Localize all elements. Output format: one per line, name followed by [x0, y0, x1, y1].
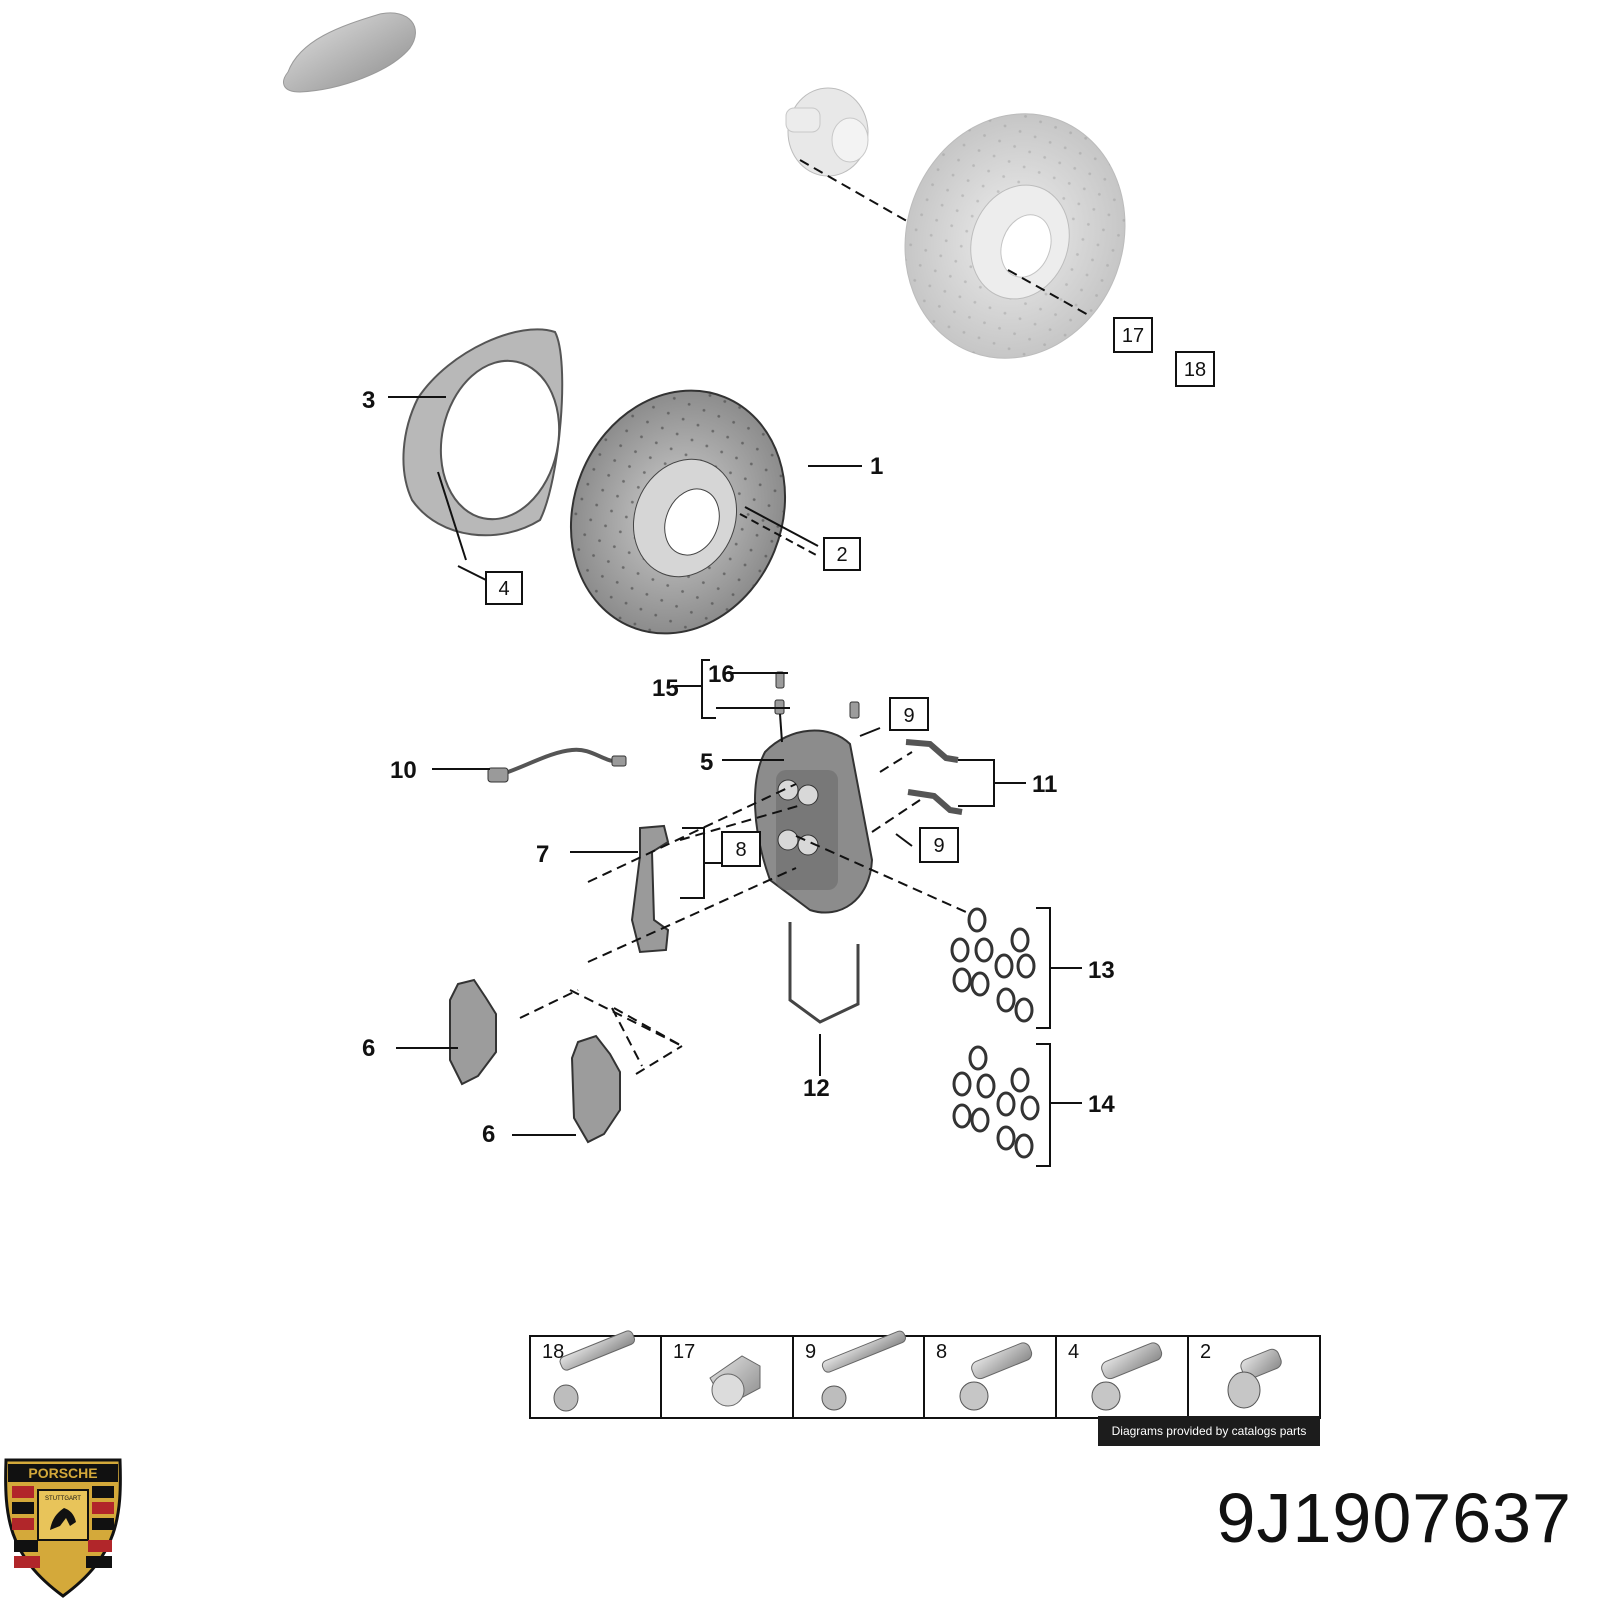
- crest-city: STUTTGART: [45, 1496, 81, 1502]
- boxed-callout-9-bottom: 9: [919, 827, 959, 863]
- brake-hose: [788, 922, 860, 1024]
- boxed-callout-2: 2: [823, 537, 861, 571]
- bracket-bolt-icon: [959, 1342, 1033, 1411]
- callout-12: 12: [803, 1075, 830, 1102]
- brake-disc: [569, 389, 787, 635]
- boxed-callout-4: 4: [485, 571, 523, 605]
- leader-lines: [388, 396, 1082, 1167]
- strip-label-2: 2: [1200, 1341, 1211, 1363]
- callout-10: 10: [390, 757, 417, 784]
- porsche-crest-logo: PORSCHE STUTTGART: [4, 1458, 122, 1598]
- callout-15: 15: [652, 675, 679, 702]
- boxed-callout-17: 17: [1113, 317, 1153, 353]
- callout-6-top: 6: [362, 1035, 375, 1062]
- wear-sensor-cable: [487, 747, 627, 783]
- sleeve-icon: [709, 1355, 761, 1407]
- boxed-callout-18: 18: [1175, 351, 1215, 387]
- svg-text:8: 8: [735, 839, 746, 861]
- svg-text:2: 2: [836, 544, 847, 566]
- assembly-dashed-lines: [519, 751, 967, 1075]
- callout-13: 13: [1088, 957, 1115, 984]
- callout-6-bottom: 6: [482, 1121, 495, 1148]
- long-bolt-icon: [553, 1330, 636, 1412]
- countersunk-screw-icon: [1227, 1348, 1282, 1409]
- strip-label-18: 18: [542, 1341, 564, 1363]
- wheel-hub: [785, 87, 869, 177]
- seal-kit-13: [950, 907, 1036, 1023]
- part-number: 9J1907637: [1216, 1479, 1572, 1557]
- brake-pad-2: [570, 1034, 621, 1144]
- seal-kit-14: [952, 1045, 1040, 1159]
- strip-label-17: 17: [673, 1341, 695, 1363]
- boxed-callout-8: 8: [721, 831, 761, 867]
- fastener-strip: 18 17 9 8 4 2: [529, 1330, 1321, 1419]
- svg-text:9: 9: [903, 705, 914, 727]
- car-silhouette-icon: [283, 12, 416, 93]
- crest-wordmark: PORSCHE: [28, 1465, 97, 1481]
- brake-pad-1: [449, 978, 497, 1086]
- callout-14: 14: [1088, 1091, 1115, 1118]
- callout-5: 5: [700, 749, 713, 776]
- diagram-credit: Diagrams provided by catalogs parts: [1098, 1416, 1320, 1446]
- strip-label-8: 8: [936, 1341, 947, 1363]
- callout-1: 1: [870, 453, 883, 480]
- callout-7: 7: [536, 841, 549, 868]
- boxed-callout-9-top: 9: [889, 697, 929, 731]
- caliper-bolt-icon: [821, 1330, 906, 1411]
- brake-dust-shield: [402, 328, 564, 537]
- strip-label-9: 9: [805, 1341, 816, 1363]
- callout-3: 3: [362, 387, 375, 414]
- svg-text:17: 17: [1122, 325, 1144, 347]
- strip-label-4: 4: [1068, 1341, 1079, 1363]
- svg-text:9: 9: [933, 835, 944, 857]
- svg-text:4: 4: [498, 578, 509, 600]
- shield-bolt-icon: [1091, 1342, 1163, 1411]
- anti-rattle-springs: [905, 739, 963, 815]
- brake-caliper: [754, 729, 874, 914]
- brake-disc-faded: [904, 113, 1126, 359]
- callout-11: 11: [1032, 771, 1057, 798]
- callout-16: 16: [708, 661, 735, 688]
- caliper-bracket: [630, 824, 670, 954]
- svg-text:18: 18: [1184, 359, 1206, 381]
- bleed-valve: [774, 671, 860, 719]
